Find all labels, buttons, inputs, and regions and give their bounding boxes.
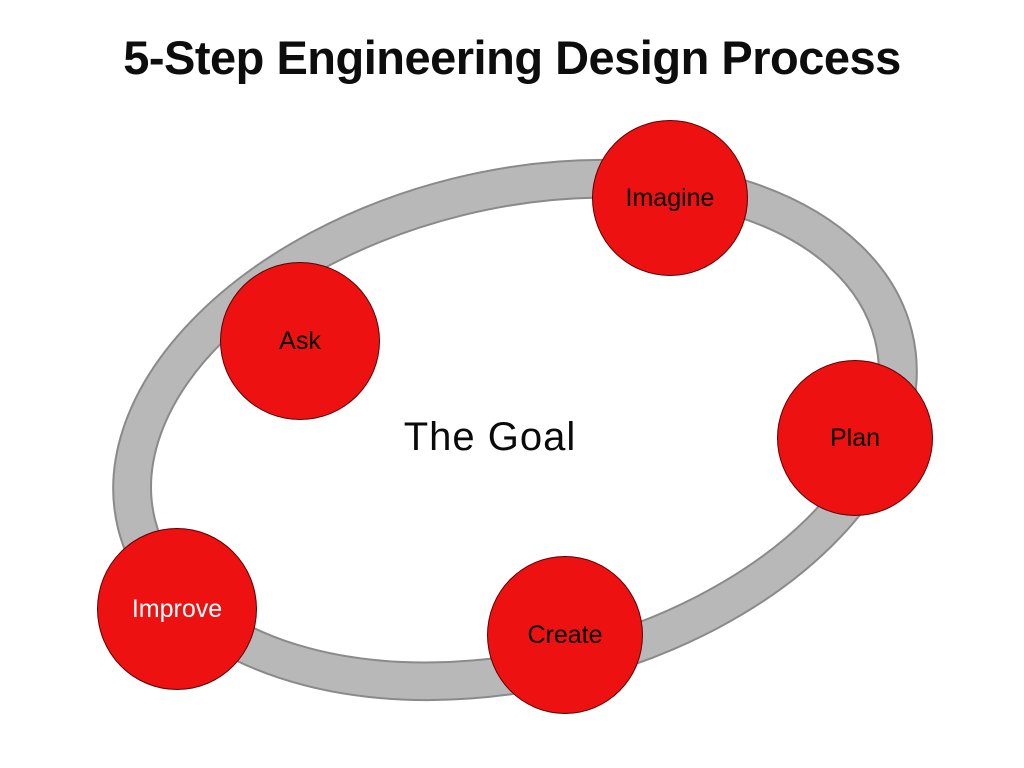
step-label-plan: Plan [829, 423, 881, 452]
step-circle-plan: Plan [777, 360, 933, 516]
page-title: 5-Step Engineering Design Process [123, 31, 901, 84]
step-circle-improve: Improve [97, 528, 257, 690]
step-label-ask: Ask [279, 326, 321, 355]
goal-label: The Goal [403, 415, 577, 459]
step-circle-ask: Ask [220, 262, 380, 420]
step-label-improve: Improve [131, 594, 223, 623]
step-label-imagine: Imagine [625, 183, 715, 212]
step-circle-imagine: Imagine [592, 120, 748, 276]
step-circle-create: Create [487, 556, 643, 714]
step-label-create: Create [527, 620, 603, 649]
